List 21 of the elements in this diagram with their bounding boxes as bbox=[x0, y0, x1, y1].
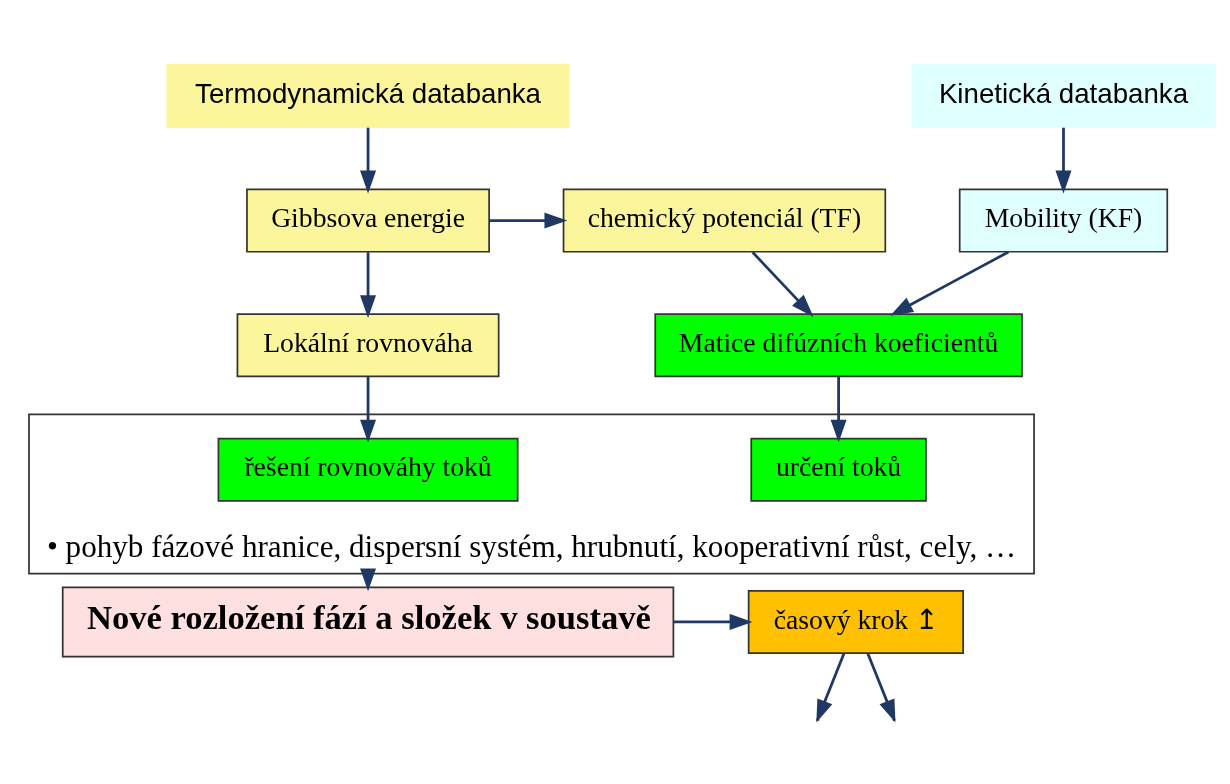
node-box: chemický potenciál (TF) bbox=[562, 188, 887, 253]
node-box: Lokální rovnováha bbox=[236, 312, 500, 377]
node-box: řešení rovnováhy toků bbox=[217, 437, 519, 502]
arrow bbox=[890, 250, 1010, 316]
arrow bbox=[830, 376, 847, 443]
node-box: Mobility (KF) bbox=[958, 188, 1169, 253]
node-box: Nové rozložení fází a složek v soustavě bbox=[61, 586, 675, 657]
node-box: Kinetická databanka bbox=[911, 63, 1216, 128]
arrow bbox=[360, 376, 377, 443]
arrow bbox=[360, 251, 377, 318]
node-box: určení toků bbox=[750, 437, 927, 502]
arrow bbox=[673, 613, 753, 630]
arrow bbox=[360, 567, 377, 591]
arrow bbox=[1055, 127, 1072, 193]
node-box: Matice difúzních koeficientů bbox=[654, 312, 1023, 377]
arrow bbox=[489, 212, 568, 229]
node-box: časový krok ↥ bbox=[747, 589, 964, 654]
node-box: Gibbsova energie bbox=[246, 188, 490, 253]
node-box: Termodynamická databanka bbox=[166, 63, 570, 128]
arrow bbox=[751, 250, 814, 317]
arrow bbox=[360, 127, 377, 193]
